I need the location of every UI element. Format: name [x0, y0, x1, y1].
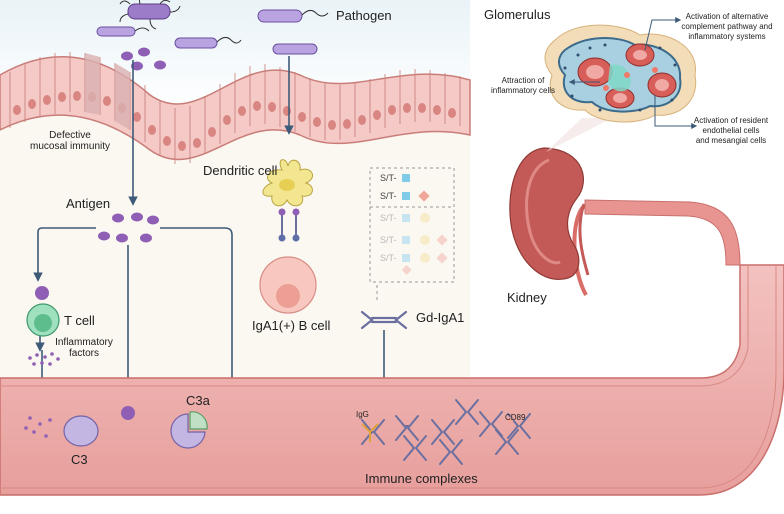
pathogen-icon: [257, 9, 329, 23]
immune-complex-icons: [361, 399, 531, 465]
c3a-label: C3a: [186, 393, 210, 408]
vessel-inner-wall: [0, 265, 777, 489]
gd-iga1-label: Gd-IgA1: [416, 310, 465, 325]
kidney-icon: [509, 147, 584, 280]
defective-cell: [85, 53, 100, 115]
kidney-label: Kidney: [507, 290, 547, 305]
inflammatory-factor-dots: [28, 352, 60, 366]
tcr-icon: [278, 234, 286, 242]
ureter: [578, 203, 590, 276]
cd89-label: CD89: [505, 413, 526, 422]
defective-mucosal-immunity-label: Defective mucosal immunity: [29, 130, 111, 152]
bacteria-icon: [119, 0, 181, 30]
igg-label: IgG: [356, 410, 369, 419]
activation-alt-complement-label: Activation of alternative complement pat…: [681, 12, 773, 41]
glycan-legend-box: [369, 167, 455, 283]
attraction-inflammatory-cells-label: Attraction of inflammatory cells: [490, 76, 555, 95]
glycan-legend-label: S/T-: [380, 191, 397, 201]
antigen-label: Antigen: [66, 196, 111, 211]
pathogen-icon: [272, 43, 318, 55]
glycan-legend-label: S/T-: [380, 253, 397, 263]
glycan-legend-label: S/T-: [380, 235, 397, 245]
callout-wedge: [546, 118, 612, 152]
vessel-inner-wall: [0, 265, 749, 387]
dendritic-nucleus: [279, 179, 295, 191]
defective-cell: [115, 63, 130, 130]
renal-artery: [584, 199, 741, 266]
glomerulus-illustration: [544, 24, 697, 123]
c3-icon: [63, 415, 99, 447]
inflammatory-factor-dots-vessel: [24, 416, 52, 438]
antigen-particles: [98, 212, 159, 243]
glycan-shapes: [401, 174, 448, 275]
t-cell-nucleus: [34, 314, 52, 332]
glomerulus-label: Glomerulus: [484, 7, 551, 22]
dendritic-cell-label: Dendritic cell: [203, 163, 278, 178]
glycan-legend-label: S/T-: [380, 213, 397, 223]
arrow-antigen-tcell: [33, 227, 96, 282]
kidney-highlight: [525, 158, 561, 265]
antigen-particles-lumen: [121, 47, 166, 71]
cd89-marker: [507, 417, 513, 423]
c3-label: C3: [71, 452, 88, 467]
c3a-icon: [170, 411, 208, 449]
glomerulus-pointer-lines: [568, 17, 698, 129]
pathogen-label: Pathogen: [336, 8, 392, 23]
b-cell-nucleus: [276, 284, 300, 308]
mhc-icon: [278, 208, 286, 216]
mhc-icon: [292, 208, 300, 216]
bacteria-icon: [96, 26, 150, 37]
inflammatory-factors-label: Inflammatory factors: [55, 337, 113, 359]
activation-resident-cells-label: Activation of resident endothelial cells…: [693, 116, 769, 145]
antigen-in-vessel: [121, 406, 135, 420]
t-cell-label: T cell: [64, 313, 95, 328]
iga1-b-cell-label: IgA1(+) B cell: [252, 318, 331, 333]
bacteria-icon: [174, 36, 242, 49]
gd-iga1-antibody-icon: [360, 310, 408, 330]
igg-icon: [361, 423, 379, 442]
immune-complexes-label: Immune complexes: [365, 471, 478, 486]
glycan-legend-label: S/T-: [380, 173, 397, 183]
antigen-on-tcell: [35, 286, 49, 300]
tcr-icon: [292, 234, 300, 242]
